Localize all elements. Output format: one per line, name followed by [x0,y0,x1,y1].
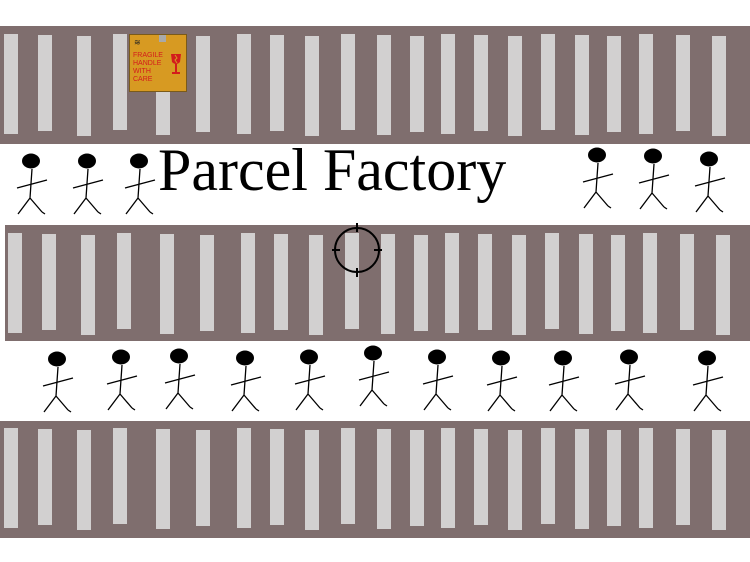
belt-slat [237,428,251,528]
worker-figure [42,351,74,413]
belt-slat [575,35,589,135]
worker-figure [106,349,138,411]
belt-slat [545,233,559,329]
belt-slat [410,36,424,132]
parcel[interactable]: ≋ FRAGILE HANDLE WITH CARE [129,34,187,92]
belt-slat [38,35,52,131]
belt-slat [441,428,455,528]
belt-slat [474,429,488,525]
game-title: Parcel Factory [158,137,507,203]
worker-figure [358,345,390,407]
belt-slat [680,234,694,330]
belt-slat [117,233,131,329]
belt-slat [77,430,91,530]
worker-figure [548,350,580,412]
worker-figure [72,153,104,215]
belt-slat [274,234,288,330]
belt-slat [241,233,255,333]
belt-slat [200,235,214,331]
belt-slat [38,429,52,525]
worker-figure [638,148,670,210]
this-way-up-icon: ≋ [134,38,141,47]
belt-slat [445,233,459,333]
belt-slat [643,233,657,333]
belt-slat [712,36,726,136]
belt-slat [639,428,653,528]
belt-slat [611,235,625,331]
belt-slat [410,430,424,526]
belt-slat [196,430,210,526]
belt-slat [237,34,251,134]
worker-figure [124,153,156,215]
belt-slat [113,34,127,130]
belt-slat [156,429,170,529]
belt-slat [414,235,428,331]
crosshair-cursor[interactable] [332,223,382,277]
worker-figure [294,349,326,411]
belt-slat [305,430,319,530]
belt-slat [441,34,455,134]
belt-slat [377,429,391,529]
worker-figure [582,147,614,209]
belt-slat [4,34,18,134]
belt-slat [270,35,284,131]
broken-glass-icon [171,54,181,74]
belt-slat [575,429,589,529]
belt-slat [478,234,492,330]
belt-slat [42,234,56,330]
belt-slat [77,36,91,136]
worker-figure [692,350,724,412]
belt-slat [160,234,174,334]
belt-slat [541,428,555,524]
worker-figure [614,349,646,411]
belt-slat [512,235,526,335]
worker-figure [164,348,196,410]
belt-slat [309,235,323,335]
belt-slat [508,430,522,530]
belt-slat [607,36,621,132]
belt-slat [341,428,355,524]
belt-slat [716,235,730,335]
belt-slat [81,235,95,335]
parcel-label: FRAGILE HANDLE WITH CARE [133,52,163,83]
worker-figure [16,153,48,215]
belt-slat [341,34,355,130]
tape-icon [159,35,166,42]
belt-slat [541,34,555,130]
belt-slat [676,429,690,525]
worker-figure [422,349,454,411]
belt-slat [579,234,593,334]
worker-figure [230,350,262,412]
belt-slat [4,428,18,528]
belt-slat [474,35,488,131]
belt-slat [508,36,522,136]
belt-slat [345,233,359,329]
belt-slat [305,36,319,136]
belt-slat [196,36,210,132]
belt-slat [676,35,690,131]
belt-slat [381,234,395,334]
belt-slat [8,233,22,333]
belt-slat [377,35,391,135]
belt-slat [113,428,127,524]
worker-figure [694,151,726,213]
worker-figure [486,350,518,412]
belt-slat [607,430,621,526]
belt-slat [712,430,726,530]
belt-slat [639,34,653,134]
belt-slat [270,429,284,525]
